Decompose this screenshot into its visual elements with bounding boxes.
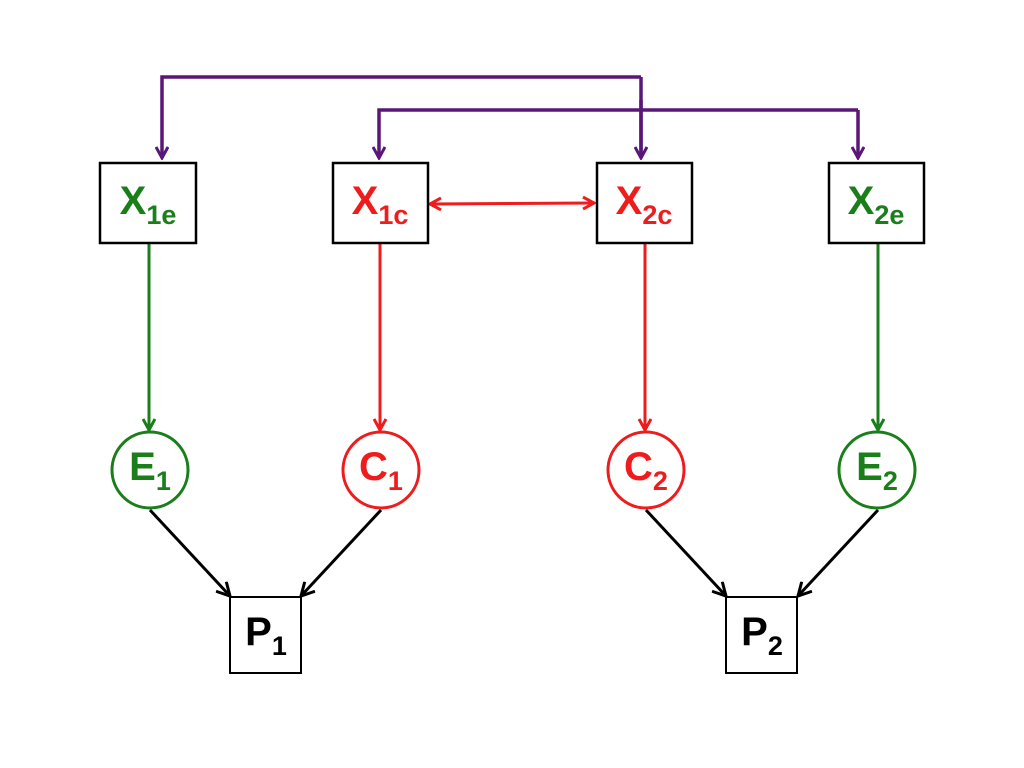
edge-e2-to-p2 <box>798 508 880 596</box>
node-x1c: X1c <box>331 161 430 245</box>
node-x2e: X2e <box>827 161 926 245</box>
edge-e1-to-p1 <box>148 508 230 596</box>
node-c2: C2 <box>606 430 686 510</box>
edge-c2-to-p2 <box>644 508 726 596</box>
edge-x1c-x2c-bidirectional <box>430 203 594 204</box>
node-x1e-label: X1e <box>120 179 177 230</box>
node-e2: E2 <box>837 430 917 510</box>
node-x2e-label: X2e <box>848 179 905 230</box>
node-x2c-label: X2c <box>616 179 673 230</box>
node-e2-label: E2 <box>856 445 898 496</box>
node-x1c-label: X1c <box>352 179 409 230</box>
node-p2-label: P2 <box>741 610 783 661</box>
node-e1: E1 <box>110 430 190 510</box>
edge-c1-to-p1 <box>301 508 383 596</box>
node-p1-label: P1 <box>245 610 287 661</box>
edge-x2c-to-x1e <box>162 75 643 158</box>
node-x2c: X2c <box>595 161 694 245</box>
node-c2-label: C2 <box>624 445 668 496</box>
node-p1: P1 <box>229 596 302 674</box>
node-p2: P2 <box>725 596 798 674</box>
node-x1e: X1e <box>98 161 198 245</box>
node-e1-label: E1 <box>129 445 171 496</box>
node-c1: C1 <box>341 430 421 510</box>
node-c1-label: C1 <box>359 445 403 496</box>
edge-x2e-to-x1c <box>379 108 858 158</box>
